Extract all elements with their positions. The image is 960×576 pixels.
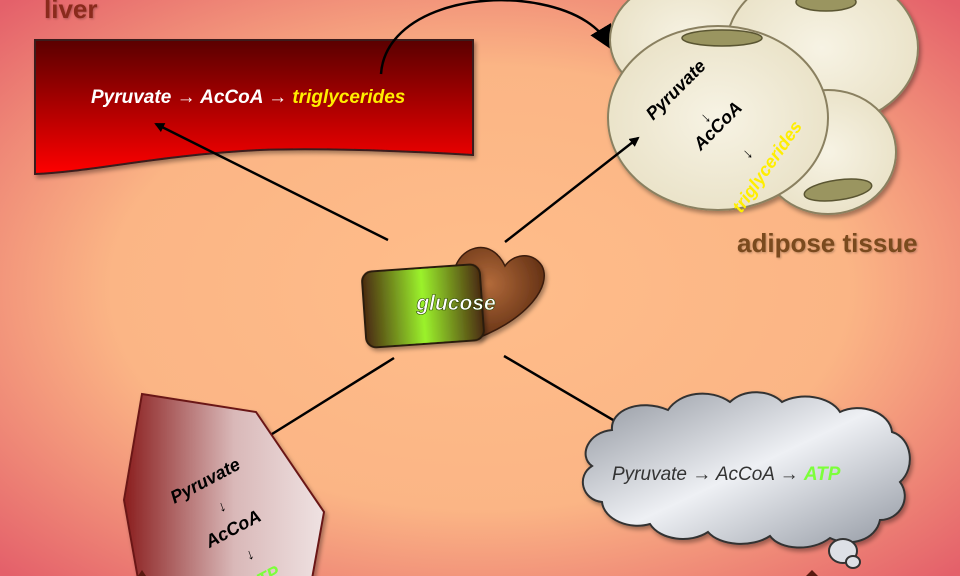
liver-pyruvate: Pyruvate — [91, 87, 172, 108]
brain-cloud — [581, 391, 911, 549]
liver-arrow-1: → — [177, 87, 196, 108]
arrow-to-muscle — [254, 356, 395, 446]
arrow-to-liver — [154, 122, 389, 242]
liver-title: liver — [44, 0, 98, 24]
brain-pyruvate: Pyruvate — [612, 464, 687, 485]
brain-pathway: Pyruvate → AcCoA → ATP — [612, 464, 841, 485]
partial-label-fragment-left — [138, 570, 146, 576]
muscle-arrow-2: → — [242, 545, 263, 565]
muscle-arrow-1: → — [214, 497, 235, 517]
partial-label-fragment-right — [806, 570, 818, 576]
cloud-bubble-small — [845, 555, 861, 569]
brain-acoa: AcCoA — [715, 464, 774, 485]
glucose-label: glucose — [415, 292, 496, 315]
liver-pathway: Pyruvate → AcCoA → triglycerides — [91, 87, 405, 108]
adipose-title: adipose tissue — [737, 228, 918, 258]
liver-acoa: AcCoA — [199, 87, 263, 108]
liver-to-adipose-arrow — [379, 0, 615, 75]
liver-arrow-2: → — [268, 87, 287, 108]
brain-arrow-1: → — [692, 464, 711, 485]
brain-arrow-2: → — [780, 464, 799, 485]
brain-atp: ATP — [803, 464, 841, 485]
adipose-cells — [607, 0, 919, 215]
liver-triglycerides: triglycerides — [292, 87, 405, 108]
muscle-shape — [122, 392, 326, 576]
liver-shape — [34, 39, 474, 176]
glucose-block — [361, 263, 485, 349]
arrow-to-adipose — [504, 136, 640, 243]
